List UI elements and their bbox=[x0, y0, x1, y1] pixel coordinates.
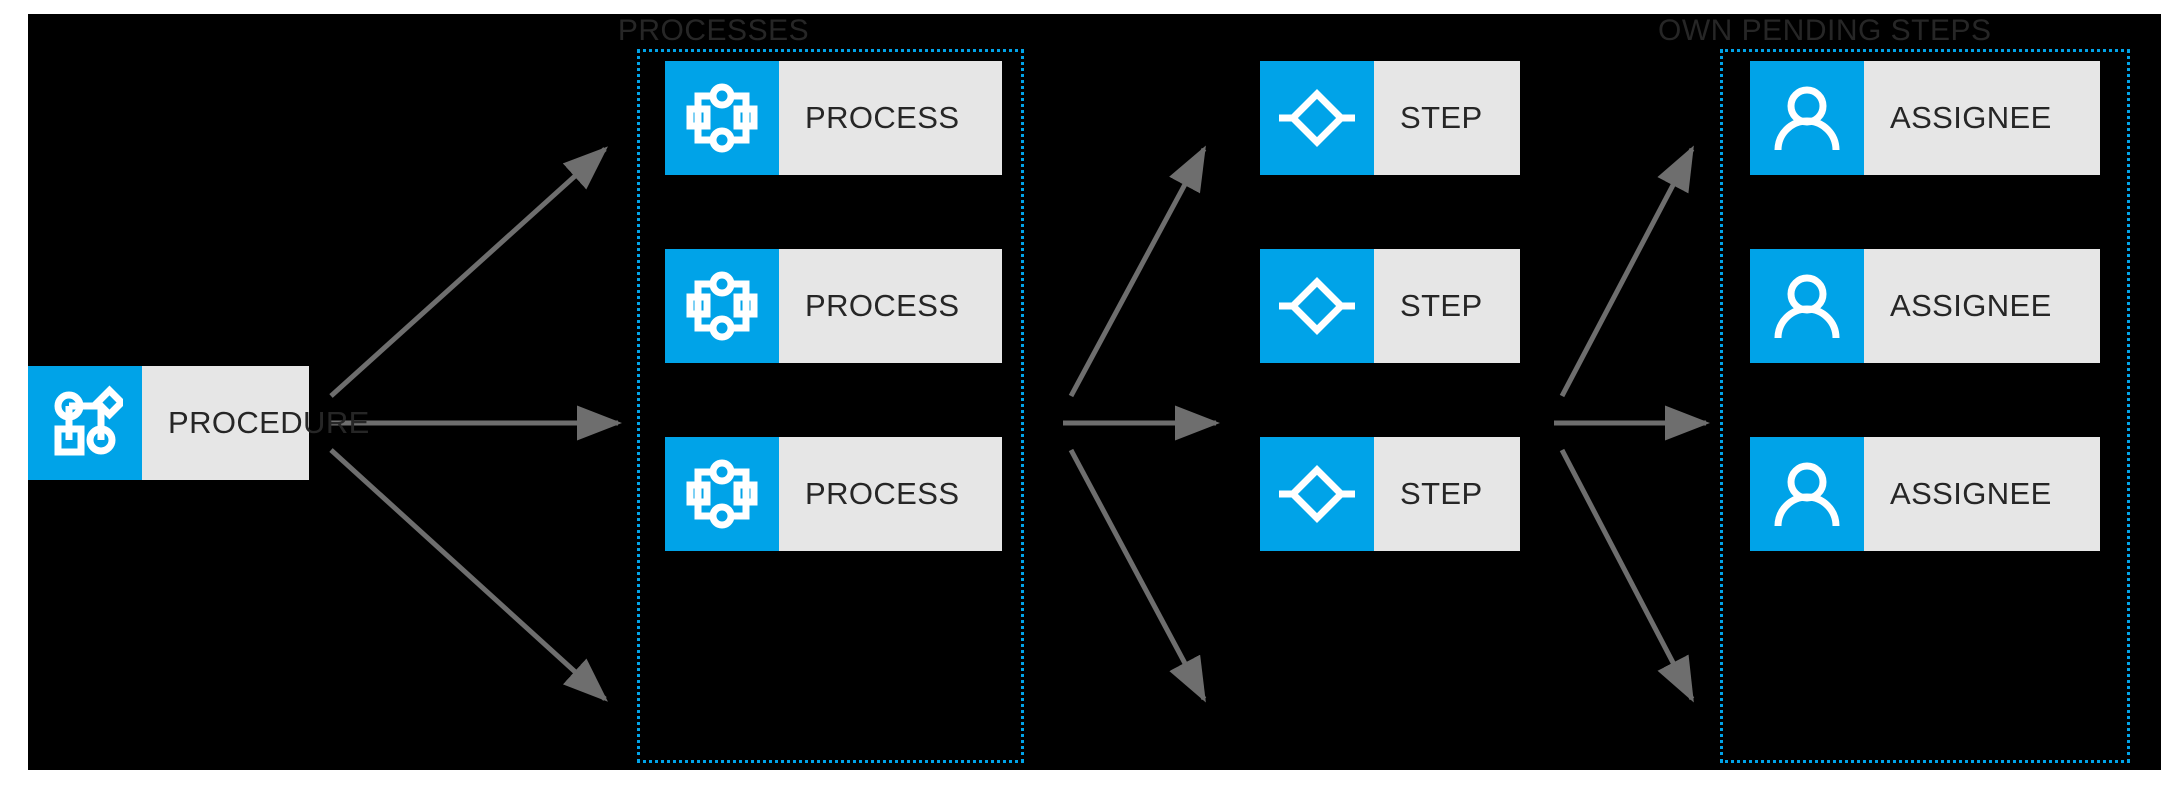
arrow-process-to-step-bottom bbox=[1068, 448, 1207, 703]
card-label-procedure: PROCEDURE bbox=[168, 405, 370, 440]
card-step-top[interactable]: STEP bbox=[1260, 61, 1520, 175]
card-label-assignee-middle: ASSIGNEE bbox=[1890, 288, 2052, 323]
procedure-node-graph-icon bbox=[28, 366, 142, 480]
group-title-processes: PROCESSES bbox=[617, 14, 810, 47]
card-label-step-bottom: STEP bbox=[1400, 476, 1483, 511]
card-process-bottom[interactable]: PROCESS bbox=[665, 437, 1002, 551]
process-loop-icon bbox=[665, 61, 779, 175]
card-assignee-middle[interactable]: ASSIGNEE bbox=[1750, 249, 2100, 363]
card-step-middle[interactable]: STEP bbox=[1260, 249, 1520, 363]
card-label-process-middle: PROCESS bbox=[805, 288, 960, 323]
arrow-step-to-assignee-top bbox=[1559, 145, 1695, 398]
arrow-procedure-to-process-top bbox=[329, 146, 608, 398]
card-step-bottom[interactable]: STEP bbox=[1260, 437, 1520, 551]
group-frame-processes bbox=[637, 49, 1024, 763]
assignee-person-icon bbox=[1750, 249, 1864, 363]
arrow-process-to-step-top bbox=[1068, 145, 1207, 398]
assignee-person-icon bbox=[1750, 61, 1864, 175]
card-label-process-bottom: PROCESS bbox=[805, 476, 960, 511]
card-process-middle[interactable]: PROCESS bbox=[665, 249, 1002, 363]
card-assignee-top[interactable]: ASSIGNEE bbox=[1750, 61, 2100, 175]
card-label-assignee-top: ASSIGNEE bbox=[1890, 100, 2052, 135]
card-label-process-top: PROCESS bbox=[805, 100, 960, 135]
card-label-assignee-bottom: ASSIGNEE bbox=[1890, 476, 2052, 511]
group-frame-own-pending-steps bbox=[1720, 49, 2130, 763]
card-process-top[interactable]: PROCESS bbox=[665, 61, 1002, 175]
diagram-canvas: PROCESSES OWN PENDING STEPS bbox=[28, 14, 2161, 770]
card-procedure[interactable]: PROCEDURE bbox=[28, 366, 369, 480]
arrow-step-to-assignee-bottom bbox=[1559, 448, 1695, 703]
card-assignee-bottom[interactable]: ASSIGNEE bbox=[1750, 437, 2100, 551]
card-label-step-middle: STEP bbox=[1400, 288, 1483, 323]
step-diamond-icon bbox=[1260, 437, 1374, 551]
step-diamond-icon bbox=[1260, 249, 1374, 363]
card-label-step-top: STEP bbox=[1400, 100, 1483, 135]
group-title-own-pending-steps: OWN PENDING STEPS bbox=[1658, 14, 1992, 47]
step-diamond-icon bbox=[1260, 61, 1374, 175]
assignee-person-icon bbox=[1750, 437, 1864, 551]
process-loop-icon bbox=[665, 437, 779, 551]
process-loop-icon bbox=[665, 249, 779, 363]
arrow-procedure-to-process-bottom bbox=[329, 448, 608, 702]
